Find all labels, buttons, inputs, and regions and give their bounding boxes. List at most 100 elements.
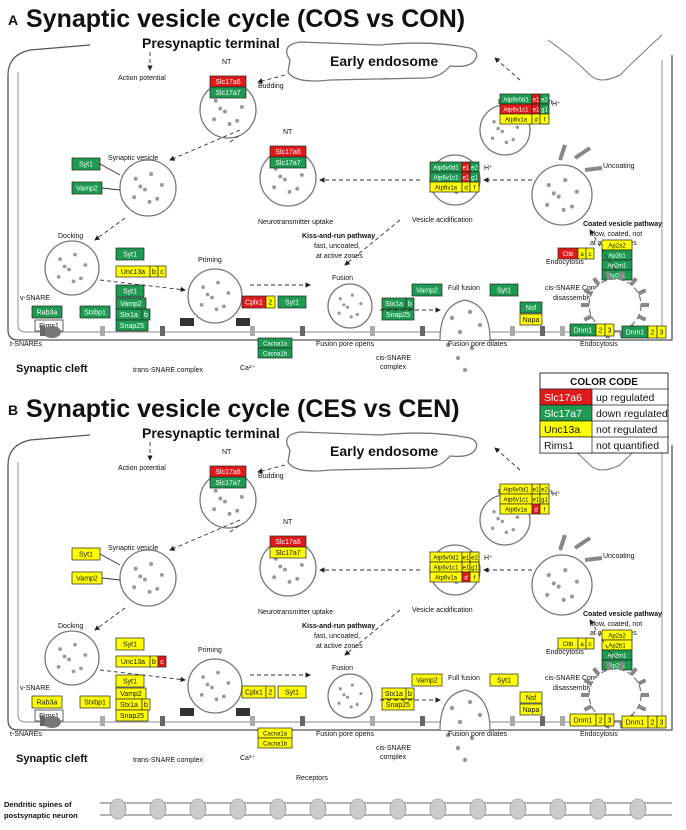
neurotransmitter-dot	[500, 519, 504, 524]
neurotransmitter-dot	[500, 129, 504, 134]
priming-label: Priming	[198, 647, 222, 654]
gene-ap2b1: Ap2b1	[601, 639, 633, 651]
neurotransmitter-dot	[213, 488, 218, 493]
inner-membrane	[17, 450, 663, 723]
disassembly-label: disassembly	[553, 295, 592, 302]
gene-label: Napa	[523, 707, 540, 714]
gene-box	[115, 674, 145, 688]
neurotransmitter-dot	[155, 586, 160, 591]
gene-atp6v1a-e: Atp6v1a	[499, 503, 533, 515]
neurotransmitter-dot	[218, 106, 223, 111]
neurotransmitter-dot	[62, 264, 67, 269]
gene-box	[489, 283, 519, 297]
released-nt-dot	[445, 342, 451, 348]
gene-stxbp1: Stxbp1	[79, 305, 111, 319]
to-sv-arrow	[169, 519, 241, 551]
neurotransmitter-dot	[62, 654, 67, 659]
released-nt-dot	[457, 719, 463, 725]
sv-to-docking-arrow	[94, 607, 126, 631]
gene-ap2m1: Ap2m1	[601, 259, 633, 271]
proton-label-1: H⁺	[552, 101, 561, 108]
neurotransmitter-dot	[56, 275, 61, 279]
gene-label: Vamp2	[416, 678, 438, 685]
vamp2-pointer	[101, 187, 121, 191]
proton-label-2: H⁺	[484, 555, 493, 562]
uncoating-label: Uncoating	[603, 553, 635, 560]
neurotransmitter-dot	[73, 252, 77, 257]
nt-uptake-label: Neurotransmitter uptake	[258, 609, 333, 616]
neurotransmitter-dot	[222, 499, 227, 504]
gene-box	[411, 283, 443, 297]
dendritic-spine	[149, 798, 167, 820]
neurotransmitter-dot	[574, 579, 579, 584]
kiss-desc-1: fast, uncoated,	[314, 633, 360, 640]
gene-dnm-2l: 2	[595, 713, 606, 727]
membrane-protein	[420, 716, 425, 726]
neurotransmitter-dot	[227, 121, 232, 126]
docking-to-priming-arrow	[99, 279, 186, 293]
gene-slc17a6-2: Slc17a6	[269, 145, 307, 158]
neurotransmitter-dot	[222, 694, 226, 699]
gene-box	[269, 546, 307, 559]
neurotransmitter-dot	[147, 589, 152, 594]
membrane-protein	[160, 326, 165, 336]
rims-body	[43, 716, 61, 728]
gene-label: Syt1	[123, 679, 137, 686]
gene-dnm1-r: Dnm1	[621, 325, 649, 339]
gene-label: e1	[463, 566, 470, 572]
docking-vesicle	[44, 240, 100, 296]
neurotransmitter-dot	[561, 207, 566, 212]
gene-label: g1	[541, 108, 548, 114]
neurotransmitter-dot	[149, 562, 154, 567]
gene-label: Stx1a	[385, 691, 403, 698]
neurotransmitter-dot	[350, 293, 355, 297]
clathrin-coat	[583, 704, 593, 712]
gene-ap2a2: Ap2a2	[601, 239, 633, 251]
neurotransmitter-dot	[235, 118, 240, 123]
neurotransmitter-dot	[138, 574, 143, 579]
gene-label: Slc17a7	[215, 90, 240, 97]
presynaptic-terminal-label: Presynaptic terminal	[142, 425, 280, 441]
gene-e1b-v: e1	[461, 561, 471, 573]
gene-label: g1	[471, 176, 478, 182]
released-nt-dot	[477, 322, 483, 328]
gene-cacna1b: Cacna1b	[257, 347, 293, 359]
neurotransmitter-dot	[556, 194, 561, 199]
gene-label: f	[474, 186, 476, 192]
released-nt-dot	[449, 315, 455, 321]
neurotransmitter-dot	[295, 186, 300, 191]
fusion-label: Fusion	[332, 665, 353, 672]
neurotransmitter-dot	[201, 285, 206, 289]
gene-label: 2	[269, 690, 273, 697]
calcium-label: Ca²⁺	[240, 365, 255, 372]
neurotransmitter-dot	[239, 104, 244, 109]
clathrin-coat	[605, 661, 612, 671]
gene-box	[115, 319, 149, 332]
synaptic-cleft-label: Synaptic cleft	[16, 363, 88, 375]
gene-label: f	[544, 118, 546, 124]
gene-label: Atp6v0d1	[433, 556, 459, 562]
neurotransmitter-dot	[218, 496, 223, 501]
gene-vamp2-f: Vamp2	[411, 283, 443, 297]
nt-label-1: NT	[222, 449, 232, 456]
cis-snare-complex-label: complex	[380, 364, 407, 371]
vesicle-acidification-label: Vesicle acidification	[412, 607, 473, 614]
gene-label: Stxbp1	[84, 310, 106, 317]
gene-dnm1-l: Dnm1	[569, 323, 597, 337]
gene-atp6v1a-e: Atp6v1a	[499, 113, 533, 125]
vesicle-acidification-label: Vesicle acidification	[412, 217, 473, 224]
membrane-protein	[100, 716, 105, 726]
neurotransmitter-dot	[201, 675, 206, 679]
neurotransmitter-dot	[504, 530, 509, 535]
gene-cplx-2: 2	[265, 685, 276, 699]
gene-box	[157, 655, 167, 668]
full-fusion-label: Full fusion	[448, 675, 480, 682]
gene-unc13a: Unc13a	[115, 265, 151, 278]
gene-d-e: d	[531, 503, 541, 515]
cis-snare-complex-label: cis-SNARE Complex	[545, 675, 610, 682]
gene-atp6v1c1-e: Atp6v1c1	[499, 493, 533, 505]
dendritic-spine	[589, 798, 607, 820]
trans-snare-label: trans-SNARE complex	[133, 367, 204, 374]
proton-label-2: H⁺	[484, 165, 493, 172]
